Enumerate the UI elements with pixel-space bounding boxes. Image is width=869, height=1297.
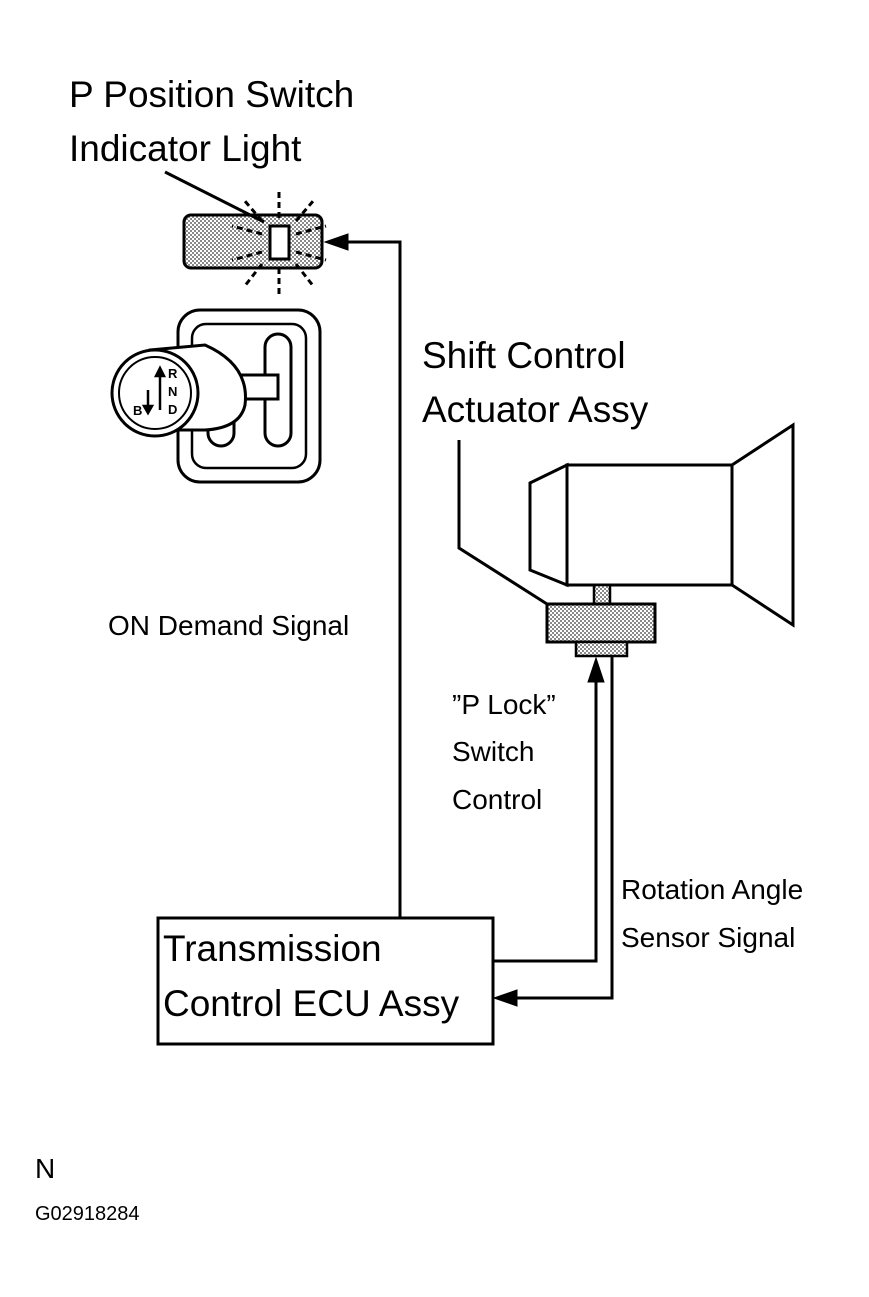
indicator-label-line2: Indicator Light [69,128,302,169]
gear-letter-n: N [168,384,178,399]
glow-rays [231,188,327,298]
rotation-label-line1: Rotation Angle [621,874,804,905]
corner-letter: N [35,1153,56,1184]
plock-label-line3: Control [452,784,543,815]
actuator-label-line1: Shift Control [422,335,626,376]
actuator-end-cap [528,462,569,588]
indicator-light-assembly [164,170,327,298]
ecu-box [156,916,495,1046]
wire-arrowheads [323,233,605,1007]
plock-label-line1: ”P Lock” [452,689,556,720]
actuator-body [565,463,734,587]
ecu-label-line2: Control ECU Assy [163,983,460,1024]
actuator-leader-line [457,440,548,606]
gear-arrows [141,365,167,416]
gear-letter-d: D [168,402,178,417]
shift-knob-face-inner [118,356,192,430]
ecu-label-line1: Transmission [163,928,382,969]
on-demand-signal-wire [345,240,402,918]
signal-wires [345,240,614,1000]
indicator-leader-line [164,170,265,224]
p-lock-control-wire [493,676,598,963]
actuator-shaft [592,583,612,606]
gear-letter-r: R [168,366,178,381]
arrow-to-indicator [323,233,349,251]
actuator-bell [730,422,795,628]
arrow-to-ecu [492,989,518,1007]
figure-code: G02918284 [35,1203,140,1225]
on-demand-signal-label: ON Demand Signal [108,610,350,641]
actuator-label-line2: Actuator Assy [422,389,649,430]
shift-control-actuator [457,422,795,658]
rotation-angle-signal-wire [512,656,614,1000]
shift-lever-assembly [110,308,322,484]
indicator-lamp [268,224,291,261]
rotation-label-line2: Sensor Signal [621,922,796,953]
plock-label-line2: Switch [452,736,535,767]
arrow-to-actuator [587,656,605,683]
indicator-label-line1: P Position Switch [69,74,355,115]
actuator-connector [574,640,629,658]
indicator-housing [182,213,324,270]
gear-letter-b: B [133,403,143,418]
actuator-sensor-block [545,602,657,644]
